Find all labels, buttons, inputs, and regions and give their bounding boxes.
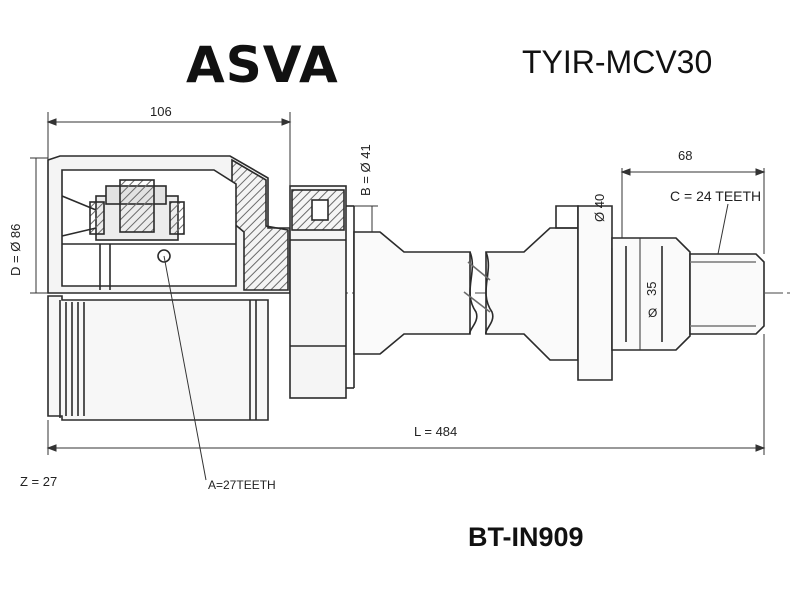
inner-joint-housing bbox=[47, 155, 291, 421]
outer-stub-spline bbox=[555, 205, 765, 381]
brand-logo: ASVA bbox=[186, 36, 339, 94]
model-code: TYIR-MCV30 bbox=[522, 44, 713, 80]
part-number: BT-IN909 bbox=[468, 522, 584, 552]
dim-outer-length: 68 bbox=[678, 148, 693, 163]
dim-D-diameter: D = Ø 86 bbox=[8, 223, 23, 276]
dim-Z-count: Z = 27 bbox=[20, 474, 58, 489]
dim-total-length: L = 484 bbox=[414, 424, 458, 439]
bearing-flange bbox=[289, 185, 355, 399]
dim-C-teeth: C = 24 TEETH bbox=[670, 188, 762, 204]
dim-B-diameter: B = Ø 41 bbox=[358, 144, 373, 196]
drive-shaft bbox=[353, 227, 579, 361]
diameter-symbol: Ø bbox=[648, 306, 658, 320]
dim-A-teeth: A=27TEETH bbox=[208, 478, 276, 492]
dim-shaft-diameter: 35 bbox=[644, 281, 659, 296]
dim-seat-diameter: Ø 40 bbox=[592, 193, 607, 222]
dim-inner-length: 106 bbox=[150, 104, 172, 119]
dimension-lines bbox=[30, 112, 766, 481]
